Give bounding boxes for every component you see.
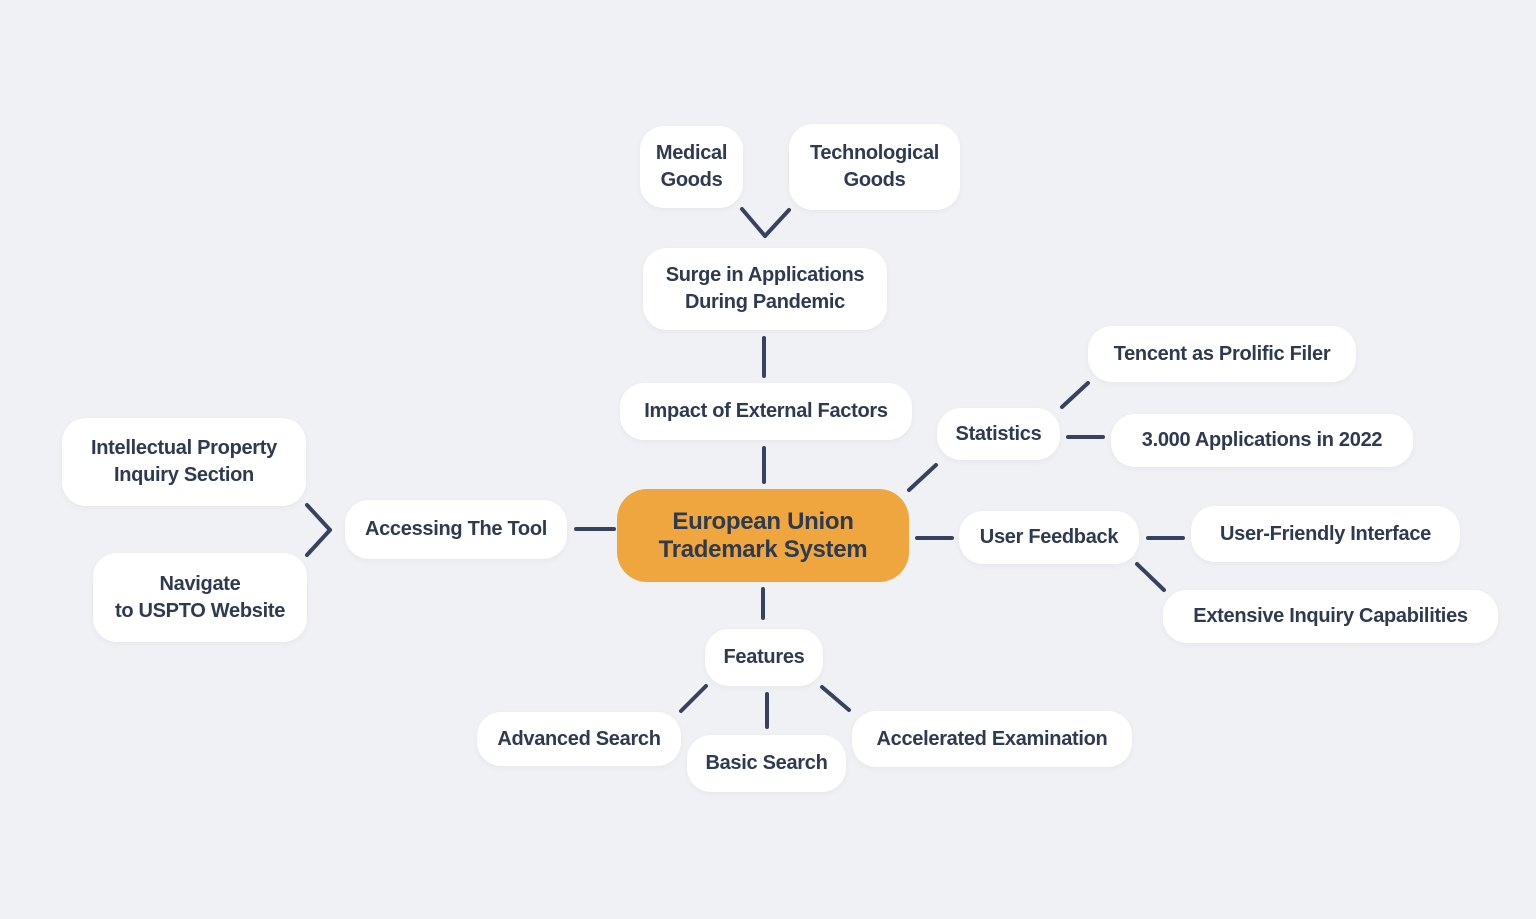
edge-user-feedback-extensive bbox=[1135, 562, 1166, 592]
edge-features-accelerated-examination bbox=[820, 685, 851, 712]
node-root-european-union-trademark-system[interactable]: European Union Trademark System bbox=[617, 489, 909, 582]
edge-root-statistics bbox=[907, 463, 938, 492]
node-extensive-inquiry-capabilities[interactable]: Extensive Inquiry Capabilities bbox=[1163, 590, 1498, 643]
node-navigate-to-uspto-website[interactable]: Navigate to USPTO Website bbox=[93, 553, 307, 642]
node-basic-search[interactable]: Basic Search bbox=[687, 735, 846, 792]
node-impact-of-external-factors[interactable]: Impact of External Factors bbox=[620, 383, 912, 440]
edge-medical-goods-surge bbox=[740, 207, 767, 238]
node-tencent-as-prolific-filer[interactable]: Tencent as Prolific Filer bbox=[1088, 326, 1356, 382]
node-applications-in-2022[interactable]: 3.000 Applications in 2022 bbox=[1111, 414, 1413, 467]
edge-technological-goods-surge bbox=[763, 208, 791, 238]
node-medical-goods[interactable]: Medical Goods bbox=[640, 126, 743, 208]
edge-navigate-accessing bbox=[305, 528, 332, 557]
node-technological-goods[interactable]: Technological Goods bbox=[789, 124, 960, 210]
edge-statistics-tencent bbox=[1060, 381, 1090, 409]
node-accelerated-examination[interactable]: Accelerated Examination bbox=[852, 711, 1132, 767]
node-statistics[interactable]: Statistics bbox=[937, 408, 1060, 460]
node-user-feedback[interactable]: User Feedback bbox=[959, 511, 1139, 564]
node-advanced-search[interactable]: Advanced Search bbox=[477, 712, 681, 766]
node-intellectual-property-inquiry-section[interactable]: Intellectual Property Inquiry Section bbox=[62, 418, 306, 506]
node-accessing-the-tool[interactable]: Accessing The Tool bbox=[345, 500, 567, 559]
edge-ip-inquiry-accessing bbox=[305, 503, 332, 532]
node-surge-in-applications[interactable]: Surge in Applications During Pandemic bbox=[643, 248, 887, 330]
edge-features-advanced-search bbox=[679, 684, 708, 713]
node-features[interactable]: Features bbox=[705, 629, 823, 686]
node-user-friendly-interface[interactable]: User-Friendly Interface bbox=[1191, 506, 1460, 562]
